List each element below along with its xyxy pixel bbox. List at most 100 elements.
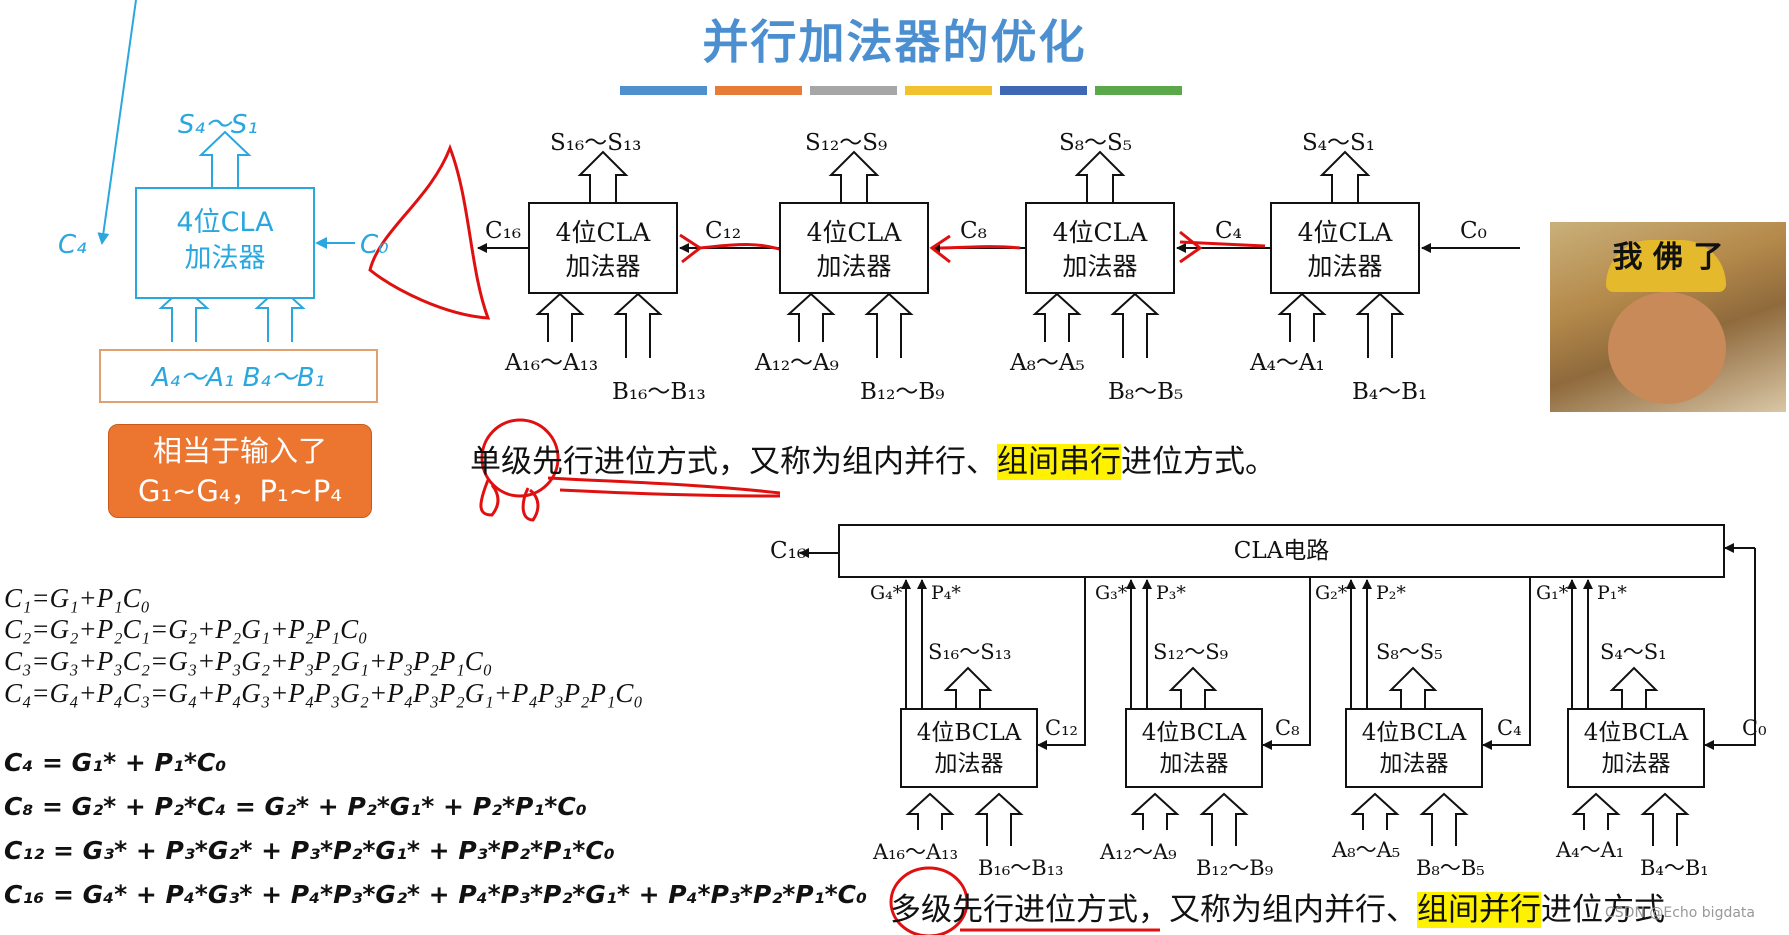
- meme-headband: [1606, 240, 1726, 292]
- single-cla-block-3-line1: 4位CLA: [1052, 218, 1148, 247]
- multi-a-label-3: A₈～A₅: [1332, 838, 1401, 862]
- left-output-label: S₄～S₁: [178, 110, 258, 140]
- slide-title: 并行加法器的优化: [702, 15, 1087, 69]
- left-carry-in: C₀: [360, 230, 389, 260]
- equation-c3: C₃=G₃+P₃C₂=G₃+P₃G₂+P₃P₂G₁+P₃P₂P₁C₀: [4, 646, 493, 676]
- bcla-block-3-line1: 4位BCLA: [1361, 720, 1467, 746]
- equation-group-c12: C₁₂ = G₃* + P₃*G₂* + P₃*P₂*G₁* + P₃*P₂*P…: [4, 836, 615, 865]
- single-b-label-3: B₈～B₅: [1108, 379, 1184, 405]
- single-sentence-part2: 进位方式。: [1121, 444, 1276, 480]
- stripe-3: [810, 86, 897, 95]
- single-a-label-4: A₄～A₁: [1250, 350, 1325, 376]
- multi-carry-label-3: C₄: [1497, 716, 1522, 740]
- multi-sentence-highlight: 组间并行: [1417, 892, 1541, 928]
- bcla-block-3-line2: 加法器: [1379, 751, 1449, 777]
- multi-sentence-part1: 多级先行进位方式，又称为组内并行、: [890, 892, 1417, 928]
- multi-carry-label-4: C₀: [1742, 716, 1767, 740]
- single-carry-c4: C₄: [1215, 218, 1242, 244]
- multi-b-label-1: B₁₆～B₁₃: [978, 856, 1064, 880]
- single-cla-block-2: 4位CLA 加法器: [779, 202, 929, 294]
- multi-out-label-2: S₁₂～S₉: [1153, 640, 1229, 664]
- callout-line1: 相当于输入了: [152, 434, 327, 468]
- bcla-block-4: 4位BCLA 加法器: [1567, 708, 1705, 788]
- equation-group-c4: C₄ = G₁* + P₁*C₀: [4, 748, 227, 777]
- multi-g-label-3: G₂*: [1315, 582, 1348, 604]
- single-out-label-2: S₁₂～S₉: [805, 130, 888, 156]
- multi-carry-c16: C₁₆: [770, 538, 807, 564]
- equation-group-c8: C₈ = G₂* + P₂*C₄ = G₂* + P₂*G₁* + P₂*P₁*…: [4, 792, 587, 821]
- left-cla-line1: 4位CLA: [176, 207, 274, 238]
- single-carry-c8: C₈: [960, 218, 987, 244]
- multi-g-label-2: G₃*: [1095, 582, 1128, 604]
- multi-b-label-2: B₁₂～B₉: [1196, 856, 1274, 880]
- equation-group-c16: C₁₆ = G₄* + P₄*G₃* + P₄*P₃*G₂* + P₄*P₃*P…: [4, 880, 867, 909]
- bcla-block-2: 4位BCLA 加法器: [1125, 708, 1263, 788]
- multi-out-label-3: S₈～S₅: [1376, 640, 1443, 664]
- multi-level-sentence: 多级先行进位方式，又称为组内并行、组间并行进位方式: [890, 884, 1665, 929]
- single-out-label-4: S₄～S₁: [1302, 130, 1375, 156]
- single-a-label-3: A₈～A₅: [1010, 350, 1085, 376]
- multi-g-label-4: G₁*: [1536, 582, 1569, 604]
- multi-level-wires: [799, 543, 1756, 750]
- single-cla-block-3: 4位CLA 加法器: [1025, 202, 1175, 294]
- single-carry-c0: C₀: [1460, 218, 1487, 244]
- multi-g-label-1: G₄*: [870, 582, 903, 604]
- equation-c4: C₄=G₄+P₄C₃=G₄+P₄G₃+P₄P₃G₂+P₄P₃P₂G₁+P₄P₃P…: [4, 678, 643, 708]
- multi-a-label-2: A₁₂～A₉: [1100, 840, 1177, 864]
- multi-p-label-3: P₂*: [1376, 582, 1406, 604]
- single-b-label-1: B₁₆～B₁₃: [612, 379, 706, 405]
- bcla-block-4-line1: 4位BCLA: [1583, 720, 1689, 746]
- watermark: CSDN @Echo bigdata: [1605, 905, 1755, 921]
- callout-box: 相当于输入了 G₁~G₄，P₁~P₄: [108, 424, 372, 518]
- equation-c1: C₁=G₁+P₁C₀: [4, 583, 150, 613]
- multi-p-label-2: P₃*: [1156, 582, 1186, 604]
- single-cla-block-1: 4位CLA 加法器: [528, 202, 678, 294]
- bcla-block-3: 4位BCLA 加法器: [1345, 708, 1483, 788]
- multi-out-label-4: S₄～S₁: [1600, 640, 1667, 664]
- bcla-block-1-line1: 4位BCLA: [916, 720, 1022, 746]
- left-carry-out: C₄: [58, 230, 87, 260]
- single-out-label-3: S₈～S₅: [1059, 130, 1132, 156]
- stripe-4: [905, 86, 992, 95]
- multi-carry-label-2: C₈: [1275, 716, 1300, 740]
- multi-p-label-4: P₁*: [1597, 582, 1627, 604]
- bcla-block-2-line1: 4位BCLA: [1141, 720, 1247, 746]
- single-cla-block-4-line2: 加法器: [1307, 252, 1383, 281]
- bcla-block-2-line2: 加法器: [1159, 751, 1229, 777]
- single-a-label-2: A₁₂～A₉: [755, 350, 839, 376]
- single-carry-c16: C₁₆: [485, 218, 522, 244]
- single-out-label-1: S₁₆～S₁₃: [550, 130, 642, 156]
- left-cla-line2: 加法器: [184, 243, 266, 274]
- bcla-block-4-line2: 加法器: [1601, 751, 1671, 777]
- multi-level-hollow-arrows: [905, 666, 1690, 846]
- single-sentence-part1: 单级先行进位方式，又称为组内并行、: [470, 444, 997, 480]
- multi-sentence-part2: 进位方式: [1541, 892, 1665, 928]
- stripe-1: [620, 86, 707, 95]
- left-input-box: [99, 349, 378, 403]
- single-cla-block-2-line2: 加法器: [816, 252, 892, 281]
- single-cla-block-3-line2: 加法器: [1062, 252, 1138, 281]
- left-cla-box: [135, 187, 315, 299]
- multi-b-label-3: B₈～B₅: [1416, 856, 1485, 880]
- multi-out-label-1: S₁₆～S₁₃: [928, 640, 1012, 664]
- stripe-2: [715, 86, 802, 95]
- stripe-5: [1000, 86, 1087, 95]
- cla-circuit-box: CLA电路: [838, 524, 1725, 578]
- left-input-label: A₄～A₁ B₄～B₁: [151, 363, 326, 393]
- single-sentence-highlight: 组间串行: [997, 444, 1121, 480]
- single-cla-block-1-line1: 4位CLA: [555, 218, 651, 247]
- bcla-block-1: 4位BCLA 加法器: [900, 708, 1038, 788]
- single-b-label-2: B₁₂～B₉: [860, 379, 945, 405]
- meme-face: [1608, 292, 1726, 404]
- equation-c2: C₂=G₂+P₂C₁=G₂+P₂G₁+P₂P₁C₀: [4, 614, 368, 644]
- single-carry-c12: C₁₂: [705, 218, 742, 244]
- single-cla-block-4: 4位CLA 加法器: [1270, 202, 1420, 294]
- bcla-block-1-line2: 加法器: [934, 751, 1004, 777]
- single-cla-block-4-line1: 4位CLA: [1297, 218, 1393, 247]
- multi-b-label-4: B₄～B₁: [1640, 856, 1709, 880]
- callout-line2: G₁~G₄，P₁~P₄: [137, 474, 343, 508]
- single-level-sentence: 单级先行进位方式，又称为组内并行、组间串行进位方式。: [470, 436, 1276, 481]
- single-b-label-4: B₄～B₁: [1352, 379, 1428, 405]
- multi-a-label-1: A₁₆～A₁₃: [873, 840, 959, 864]
